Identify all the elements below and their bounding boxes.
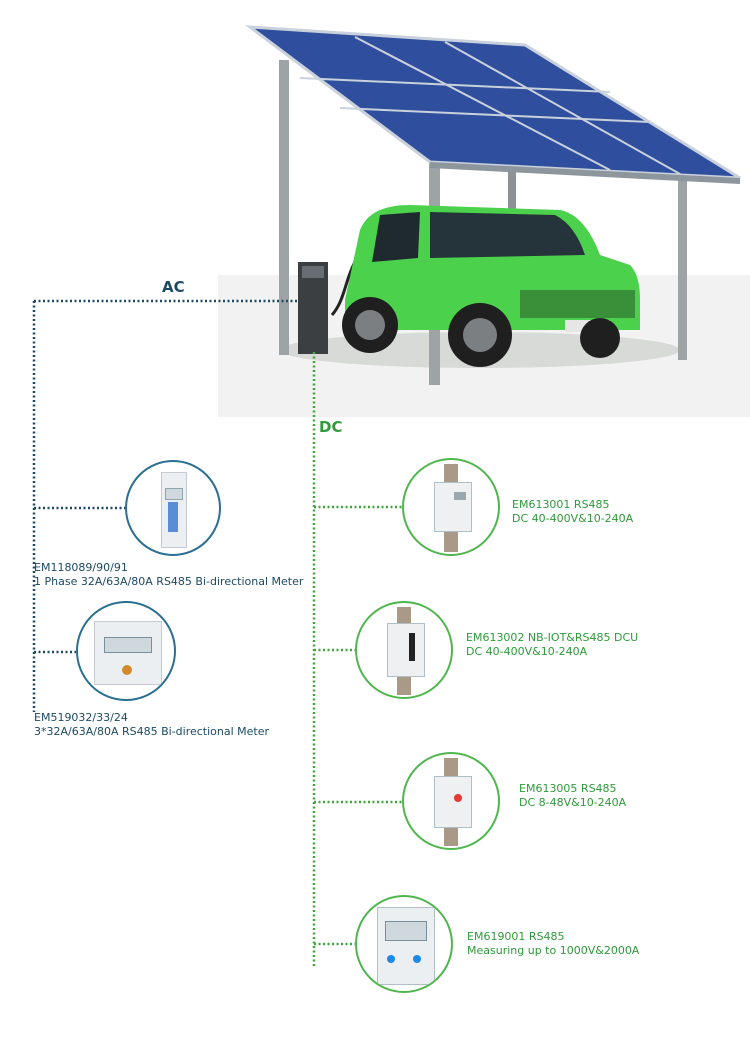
dc-product-3-model: EM613005 RS485 [519,782,617,795]
ac-product-1-model: EM118089/90/91 [34,561,128,574]
dc-product-1-model: EM613001 RS485 [512,498,610,511]
dc-meter-em613002-image [355,601,453,699]
ac-heading: AC [162,278,185,296]
ac-product-1-desc: 1 Phase 32A/63A/80A RS485 Bi-directional… [34,575,304,588]
dc-meter-em619001-image [355,895,453,993]
dc-product-2-model: EM613002 NB-IOT&RS485 DCU [466,631,639,644]
charging-station [298,261,357,354]
electric-car [342,205,640,367]
ac-product-2-model: EM519032/33/24 [34,711,128,724]
three-phase-meter-image [76,601,176,701]
dc-meter-em613001-image [402,458,500,556]
ac-bus-line [32,299,298,712]
solar-panel [245,25,741,184]
solar-carport-illustration [218,25,750,417]
dc-product-3-desc: DC 8-48V&10-240A [519,796,627,809]
dc-product-1-desc: DC 40-400V&10-240A [512,512,634,525]
ac-product-2-desc: 3*32A/63A/80A RS485 Bi-directional Meter [34,725,270,738]
dc-product-2-desc: DC 40-400V&10-240A [466,645,588,658]
dc-meter-em613005-image [402,752,500,850]
dc-product-4-model: EM619001 RS485 [467,930,565,943]
dc-heading: DC [319,418,343,436]
single-phase-meter-image [125,460,221,556]
dc-product-4-desc: Measuring up to 1000V&2000A [467,944,640,957]
dc-bus-line [312,352,402,968]
